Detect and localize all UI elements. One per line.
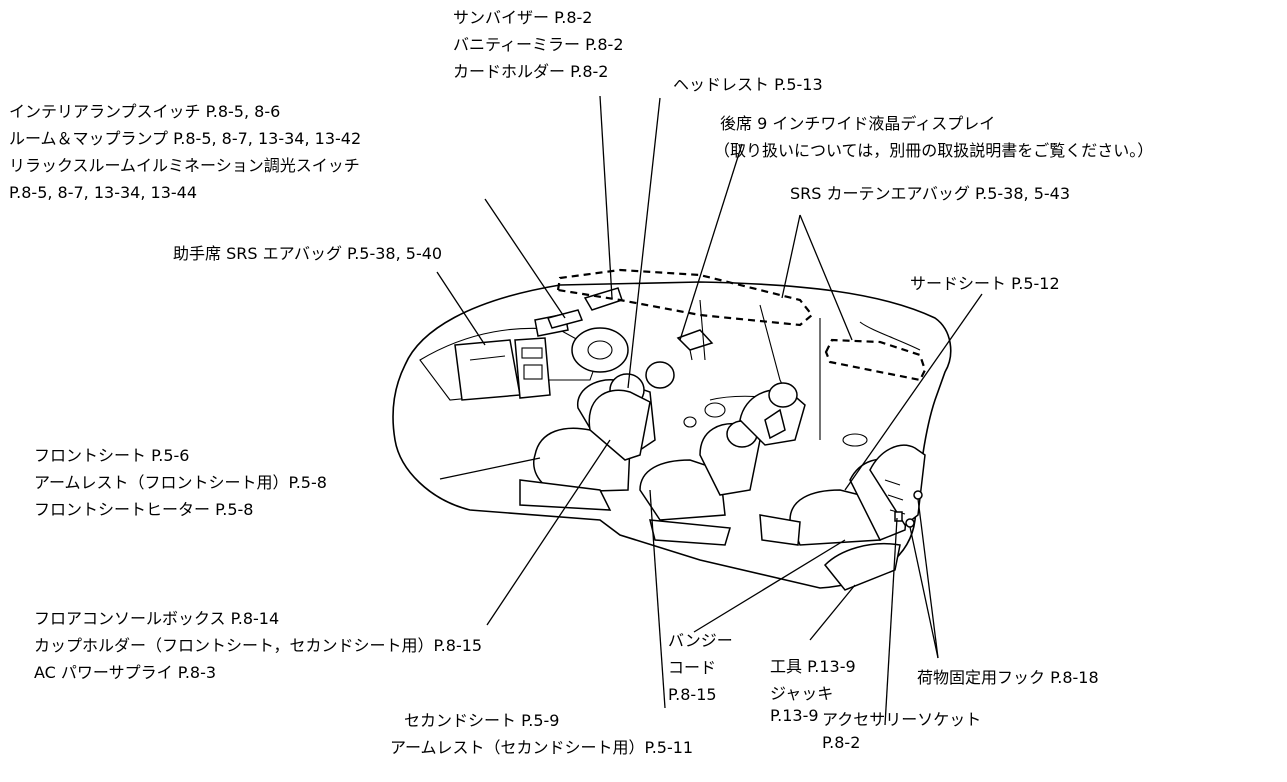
- label-second-seat: セカンドシート P.5-9 アームレスト（セカンドシート用）P.5-11: [390, 711, 694, 757]
- curtain-airbag-outline-front: [556, 268, 814, 327]
- label-accessory-socket: アクセサリーソケット P.8-2: [822, 710, 982, 752]
- passenger-airbag-panel: [454, 339, 521, 401]
- map-lamp: [546, 309, 584, 329]
- center-stack: [514, 337, 551, 399]
- label-cargo-hook: 荷物固定用フック P.8-18: [917, 668, 1099, 687]
- label-headrest: ヘッドレスト P.5-13: [673, 75, 823, 94]
- label-tools: 工具 P.13-9 ジャッキ P.13-9: [770, 657, 856, 725]
- cargo-hook-icon: [913, 490, 923, 500]
- label-rear-display: 後席 9 インチワイド液晶ディスプレイ （取り扱いについては，別冊の取扱説明書を…: [714, 114, 1154, 160]
- accessory-socket-icon: [894, 511, 903, 522]
- label-floor-console: フロアコンソールボックス P.8-14 カップホルダー（フロントシート，セカンド…: [34, 609, 483, 682]
- leader-lines: [436, 95, 983, 726]
- dashboard: [419, 327, 601, 401]
- cargo-floor-panel: [823, 542, 901, 591]
- label-interior-lamp: インテリアランプスイッチ P.8-5, 8-6 ルーム＆マップランプ P.8-5…: [9, 102, 362, 202]
- curtain-airbag-outline-rear: [824, 338, 927, 382]
- label-curtain-airbag: SRS カーテンエアバッグ P.5-38, 5-43: [790, 184, 1071, 203]
- vehicle-body-outline: [392, 281, 952, 589]
- label-third-seat: サードシート P.5-12: [910, 274, 1060, 293]
- headrest: [645, 361, 675, 389]
- label-passenger-airbag: 助手席 SRS エアバッグ P.5-38, 5-40: [173, 244, 443, 263]
- front-floor-mat: [519, 479, 612, 511]
- label-bungee-cord: バンジー コード P.8-15: [668, 631, 733, 704]
- label-sun-visor: サンバイザー P.8-2 バニティーミラー P.8-2 カードホルダー P.8-…: [453, 8, 624, 81]
- label-front-seat: フロントシート P.5-6 アームレスト（フロントシート用）P.5-8 フロント…: [34, 446, 327, 519]
- steering-wheel: [571, 327, 629, 373]
